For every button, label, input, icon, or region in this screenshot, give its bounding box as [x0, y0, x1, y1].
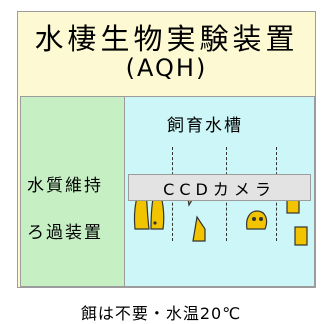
caption-note: 餌は不要・水温20℃	[80, 304, 242, 323]
filtration-unit: 水質維持 ろ過装置	[21, 97, 125, 286]
apparatus-frame: 水棲生物実験装置 (AQH) 水質維持 ろ過装置 飼育水槽	[17, 11, 316, 288]
title-main: 水棲生物実験装置	[34, 22, 299, 56]
filtration-label-2: ろ過装置	[27, 223, 103, 243]
filtration-label-1: 水質維持	[27, 176, 103, 196]
tank-label: 飼育水槽	[167, 116, 243, 136]
ccd-camera-unit: CCDカメラ	[128, 174, 311, 201]
title-sub: (AQH)	[125, 54, 208, 82]
